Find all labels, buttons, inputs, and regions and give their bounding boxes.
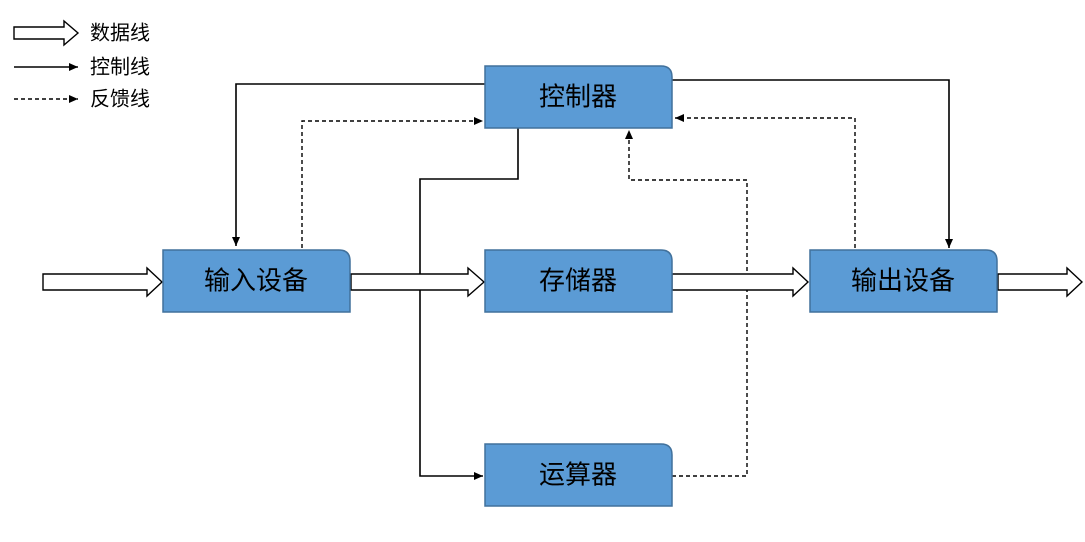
output-device-label: 输出设备: [851, 267, 955, 297]
data-arrow-memory-to-output-icon: [671, 266, 810, 298]
data-arrow-out-of-output-icon: [997, 266, 1084, 298]
input-device-box: 输入设备: [162, 249, 351, 313]
feedback-line-from-output: [675, 114, 856, 248]
alu-box: 运算器: [484, 443, 673, 507]
data-arrow-into-input-icon: [42, 266, 164, 298]
data-arrows: [42, 266, 1084, 298]
input-device-label: 输入设备: [204, 267, 308, 297]
control-line-to-alu: [419, 128, 519, 480]
control-line-to-input: [232, 83, 485, 246]
controller-box: 控制器: [484, 65, 673, 129]
feedback-line-from-input: [301, 117, 483, 248]
memory-label: 存储器: [539, 267, 617, 297]
feedback-lines: [301, 114, 856, 477]
control-line-to-output: [672, 79, 953, 248]
alu-label: 运算器: [539, 461, 617, 491]
legend-data-label: 数据线: [90, 21, 150, 45]
legend: 数据线 控制线 反馈线: [13, 19, 150, 111]
control-lines: [232, 79, 953, 480]
memory-box: 存储器: [484, 249, 673, 313]
data-arrow-input-to-memory-icon: [350, 266, 486, 298]
legend-data-arrow-icon: [13, 19, 80, 47]
output-device-box: 输出设备: [809, 249, 998, 313]
feedback-line-from-alu: [625, 130, 748, 477]
legend-feedback-label: 反馈线: [90, 87, 150, 111]
controller-label: 控制器: [539, 83, 617, 113]
legend-control-label: 控制线: [90, 55, 150, 79]
